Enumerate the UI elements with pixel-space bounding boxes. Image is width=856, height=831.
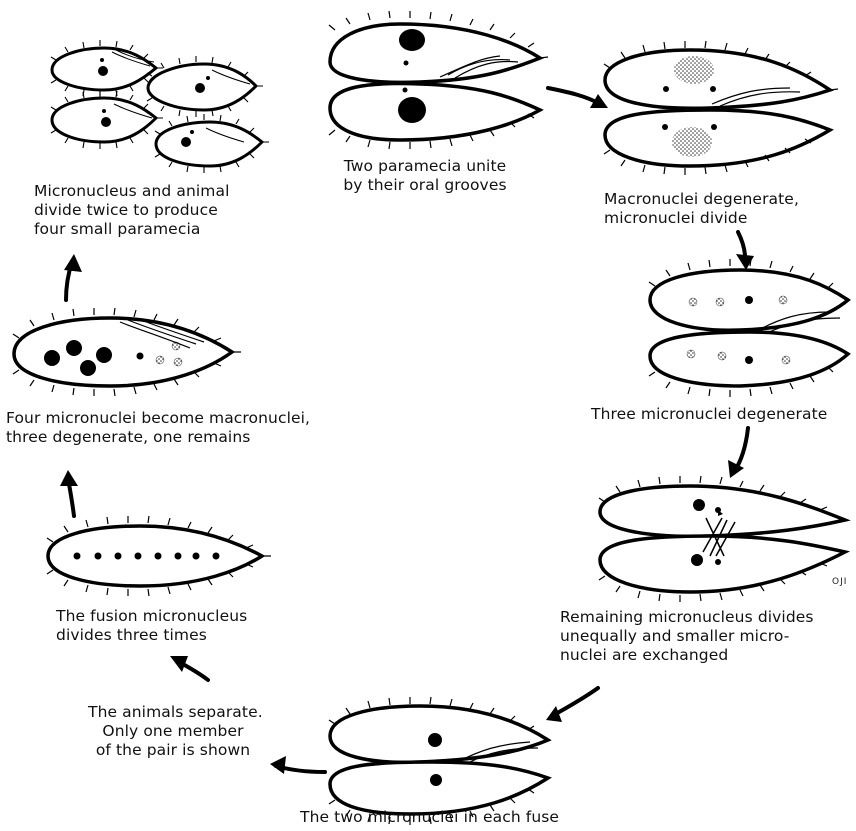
cycle-arrowheads: [60, 94, 754, 774]
arrowhead-5: [270, 756, 286, 774]
small-paramecium-3: [50, 90, 163, 149]
paramecium-lower: [328, 81, 544, 150]
caption-macro-form-line-2: three degenerate, one remains: [6, 428, 251, 446]
caption-unite: Two paramecia unite by their oral groove…: [336, 157, 514, 195]
caption-four-paramecia-line-3: four small paramecia: [34, 220, 201, 238]
paramecium-upper: [328, 10, 549, 85]
small-paramecium-1: [50, 40, 163, 97]
caption-unite-line-2: by their oral grooves: [343, 176, 507, 194]
caption-fuse: The two micronuclei in each fuse: [300, 808, 559, 827]
caption-exchange-line-2: unequally and smaller micro-: [560, 627, 790, 645]
stage-macro-degenerate-cells: [603, 40, 839, 175]
stage-exchange-cells: [598, 475, 851, 602]
caption-exchange-line-1: Remaining micronucleus divides: [560, 608, 814, 626]
artist-signature: OJI: [832, 577, 847, 587]
arrowhead-8: [64, 254, 82, 272]
stage-fuse-cells: [328, 696, 552, 825]
stage-three-degenerate-cells: [648, 258, 851, 397]
caption-separate-line-1: The animals separate.: [88, 703, 263, 721]
caption-divides-three-line-1: The fusion micronucleus: [56, 607, 248, 625]
caption-macro-degenerate-line-2: micronuclei divide: [604, 209, 748, 227]
small-paramecium-4: [154, 114, 269, 173]
caption-fuse-line-1: The two micronuclei in each fuse: [300, 808, 560, 826]
caption-three-degenerate-line-1: Three micronuclei degenerate: [591, 405, 828, 423]
arrowhead-3: [728, 460, 744, 478]
arrowhead-4: [546, 706, 562, 722]
caption-unite-line-1: Two paramecia unite: [343, 157, 507, 175]
caption-divides-three-line-2: divides three times: [56, 626, 207, 644]
stage-macro-form-cells: [12, 307, 241, 397]
arrow-exchange-to-fuse: [550, 686, 600, 718]
caption-macro-degenerate-line-1: Macronuclei degenerate,: [604, 190, 799, 208]
arrow-unite-to-degenerate: [546, 86, 602, 106]
caption-separate-line-2: Only one member: [102, 722, 244, 740]
caption-four-paramecia-line-2: divide twice to produce: [34, 201, 218, 219]
caption-exchange-line-3: nuclei are exchanged: [560, 646, 729, 664]
arrowhead-1: [590, 94, 608, 108]
caption-separate-line-3: of the pair is shown: [95, 741, 251, 759]
stage-divides-three-cells: [46, 515, 271, 597]
caption-four-paramecia-line-1: Micronucleus and animal: [34, 182, 230, 200]
caption-macro-form-line-1: Four micronuclei become macronuclei,: [6, 409, 311, 427]
caption-macro-form: Four micronuclei become macronuclei, thr…: [6, 409, 310, 447]
caption-divides-three: The fusion micronucleus divides three ti…: [56, 607, 247, 645]
stage-unite-cells: [328, 10, 549, 150]
arrowhead-6: [170, 656, 188, 672]
arrowhead-7: [60, 470, 78, 486]
caption-three-degenerate: Three micronuclei degenerate: [591, 405, 827, 424]
caption-exchange: Remaining micronucleus divides unequally…: [560, 608, 814, 665]
caption-macro-degenerate: Macronuclei degenerate, micronuclei divi…: [604, 190, 799, 228]
stage-four-paramecia-cells: [50, 40, 269, 173]
small-paramecium-2: [146, 56, 263, 117]
caption-separate: The animals separate. Only one member of…: [88, 703, 263, 760]
arrowhead-2: [736, 254, 754, 270]
caption-four-paramecia: Micronucleus and animal divide twice to …: [34, 182, 229, 239]
